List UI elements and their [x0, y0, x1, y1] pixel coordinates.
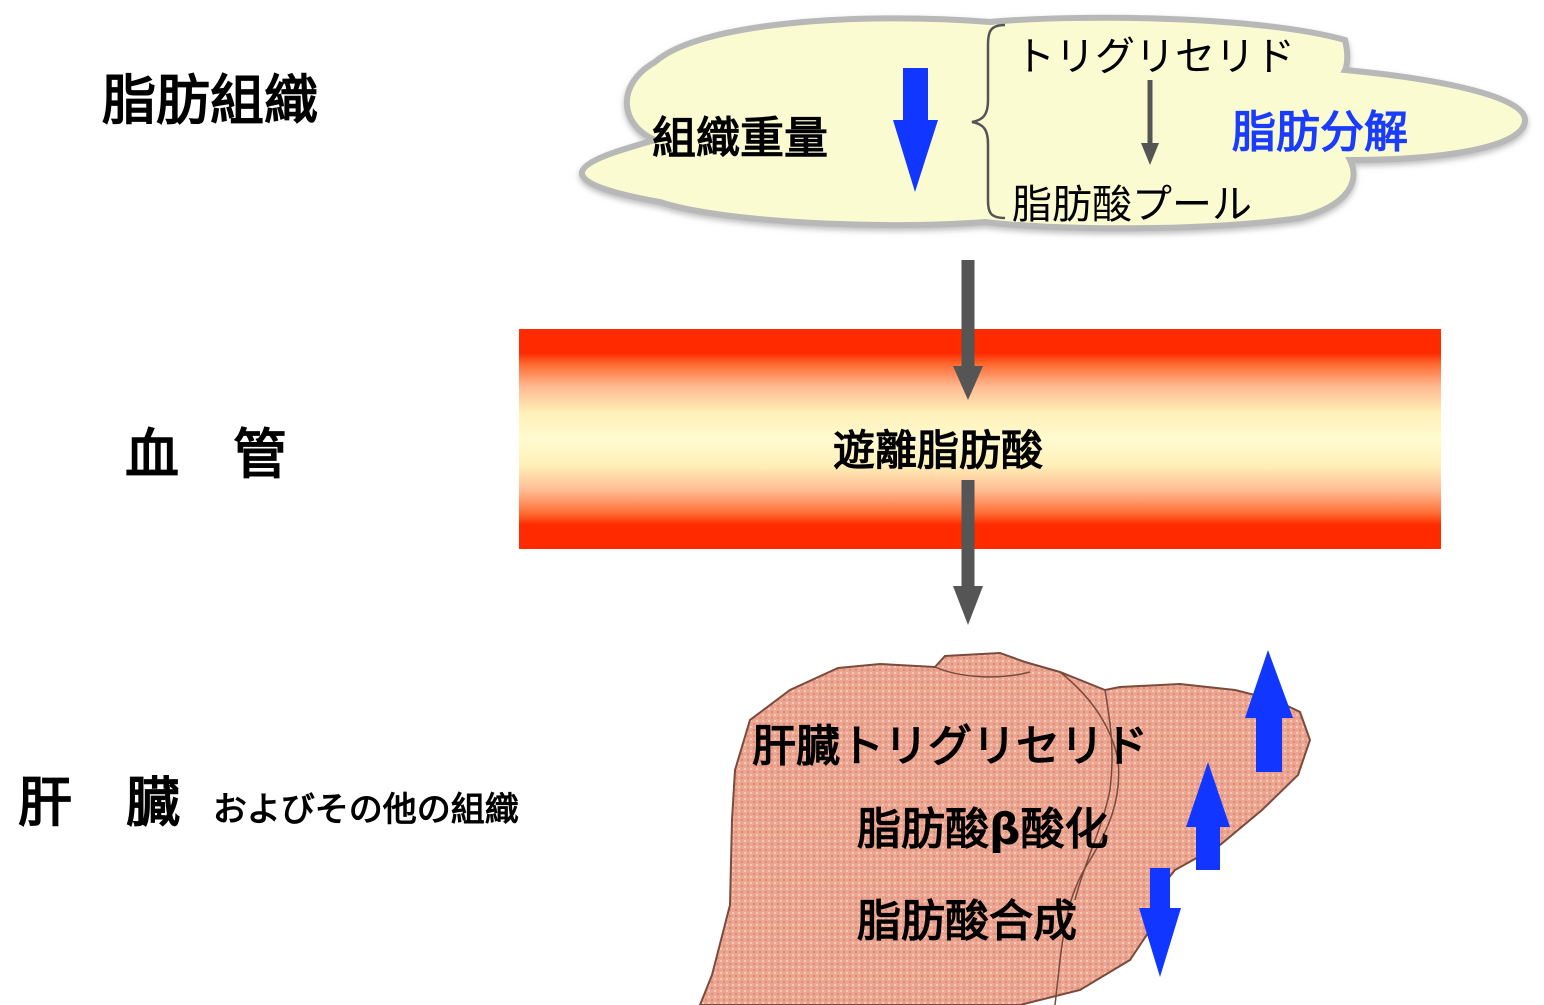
weight-decrease-arrow: [893, 68, 938, 192]
liver-tg-increase-arrow: [1245, 650, 1293, 772]
liver-lobe-line: [934, 666, 1031, 678]
triglyceride-label: トリグリセリド: [1015, 34, 1295, 80]
synthesis-label: 脂肪酸合成: [857, 896, 1077, 947]
flow-arrow-2-head: [953, 586, 983, 625]
bracket: [971, 23, 1006, 220]
blood-vessel: [519, 329, 1441, 549]
free-fatty-acid-label: 遊離脂肪酸: [833, 426, 1044, 475]
row-label-liver-sub: およびその他の組織: [212, 790, 519, 830]
row-label-liver: 肝 臓 およびその他の組織: [18, 758, 519, 837]
beta-oxidation-increase-arrow: [1186, 762, 1230, 870]
liver-fissure-2: [1074, 689, 1113, 901]
synthesis-decrease-arrow: [1139, 868, 1181, 977]
flow-arrow-1-head: [953, 366, 983, 400]
row-label-vessel: 血 管: [125, 423, 287, 486]
lipolysis-label: 脂肪分解: [1232, 107, 1408, 158]
beta-oxidation-label: 脂肪酸β酸化: [857, 804, 1109, 855]
row-label-adipose: 脂肪組織: [102, 69, 318, 132]
row-label-liver-main: 肝 臓: [18, 771, 180, 834]
tg-to-pool-arrow-head: [1141, 143, 1159, 165]
liver-fissure: [1054, 671, 1120, 1005]
liver-shape: [698, 651, 1312, 1005]
fatty-acid-pool-label: 脂肪酸プール: [1012, 182, 1252, 228]
liver-triglyceride-label: 肝臓トリグリセリド: [752, 721, 1148, 772]
tissue-weight-label: 組織重量: [652, 113, 828, 164]
adipose-cloud: [579, 14, 1529, 232]
